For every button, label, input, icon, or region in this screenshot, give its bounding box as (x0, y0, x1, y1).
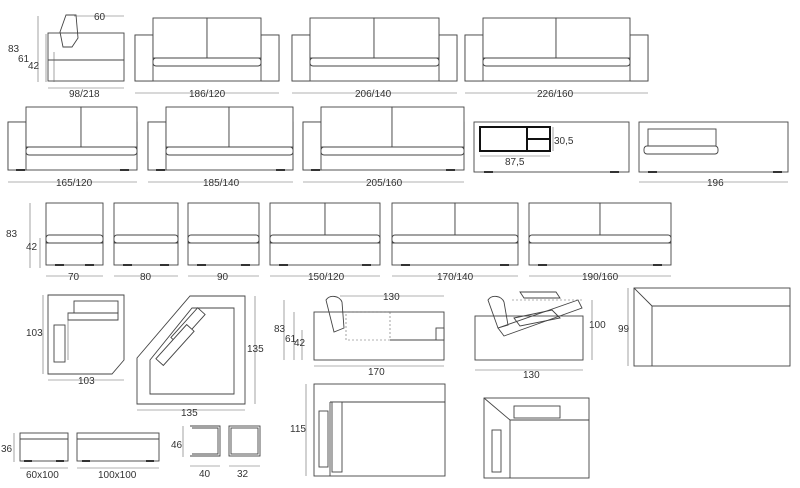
sofa-165-left-arm: 165/120 (7, 106, 138, 189)
dim-pouf-height: 36 (1, 444, 13, 455)
dim-row3-total: 83 (6, 229, 18, 240)
dim-width-190-160: 190/160 (582, 272, 619, 283)
dim-width-185-140: 185/140 (203, 178, 240, 189)
dim-width-170-140: 170/140 (437, 272, 474, 283)
dim-profile-depth: 60 (94, 12, 106, 23)
dim-chaise-width: 170 (368, 367, 385, 378)
sofa-bed-profile: 100 130 (474, 291, 606, 381)
dim-storage-height: 30,5 (554, 136, 574, 147)
dim-corner-depth: 103 (26, 328, 43, 339)
bench-196: 196 (638, 121, 789, 189)
pouf-60x100: 36 60x100 (1, 432, 69, 481)
dim-chaise-plan-depth: 115 (290, 424, 306, 435)
dim-width-206-140: 206/140 (355, 89, 392, 100)
dim-width-98-218: 98/218 (69, 89, 100, 100)
dim-table-32: 32 (237, 469, 249, 480)
dim-profile-back: 61 (18, 54, 30, 65)
storage-unit-front: 87,5 30,5 (473, 121, 630, 173)
dim-width-226-160: 226/160 (537, 89, 574, 100)
dim-profile-seat: 42 (28, 61, 40, 72)
corner-plan: 103 103 (26, 294, 125, 387)
side-tables: 46 40 32 (171, 425, 261, 480)
pouf-100x100: 100x100 (76, 432, 160, 481)
profile-row1: 83 61 42 60 98/218 (8, 12, 125, 100)
dim-width-196: 196 (707, 178, 724, 189)
dim-table-height: 46 (171, 440, 183, 451)
dim-width-165-120: 165/120 (56, 178, 93, 189)
dim-chaise-back: 61 (285, 334, 297, 345)
module-70: 70 (45, 202, 104, 283)
sofa-206: 206/140 (291, 17, 458, 100)
sofa-186: 186/120 (134, 17, 280, 100)
dim-angle-width: 135 (181, 408, 198, 419)
dim-bed-height: 100 (589, 320, 606, 331)
dim-end-depth: 99 (618, 324, 630, 335)
end-module-plan: 99 (618, 287, 791, 367)
chaise-plan: 115 (290, 383, 446, 477)
module-90: 90 (187, 202, 260, 283)
dim-angle-depth: 135 (247, 344, 264, 355)
dim-width-150-120: 150/120 (308, 272, 345, 283)
corner-plan-small (483, 397, 590, 479)
sofa-205-left-arm: 205/160 (302, 106, 465, 189)
module-80: 80 (113, 202, 179, 283)
sofa-185-left-arm: 185/140 (147, 106, 294, 189)
dim-storage-width: 87,5 (505, 157, 525, 168)
dim-profile-total: 83 (8, 44, 20, 55)
module-170: 170/140 (391, 202, 519, 283)
dim-corner-width: 103 (78, 376, 95, 387)
sofa-226: 226/160 (464, 17, 649, 100)
dim-bed-width: 130 (523, 370, 540, 381)
dim-pouf-60x100: 60x100 (26, 470, 59, 481)
dim-chaise-total: 83 (274, 324, 286, 335)
dim-row3-seat: 42 (26, 242, 38, 253)
dim-chaise-seat: 42 (294, 338, 306, 349)
chaise-profile: 83 61 42 130 170 (274, 292, 445, 378)
dim-table-40: 40 (199, 469, 211, 480)
dim-width-90: 90 (217, 272, 229, 283)
dim-chaise-depth: 130 (383, 292, 400, 303)
dim-width-205-160: 205/160 (366, 178, 403, 189)
dim-width-70: 70 (68, 272, 80, 283)
dim-width-186-120: 186/120 (189, 89, 226, 100)
dim-pouf-100x100: 100x100 (98, 470, 137, 481)
module-190: 190/160 (528, 202, 672, 283)
profile-row3-dims: 83 42 (6, 203, 41, 268)
angled-corner-plan: 135 135 (136, 295, 264, 419)
dim-width-80: 80 (140, 272, 152, 283)
module-150: 150/120 (269, 202, 381, 283)
